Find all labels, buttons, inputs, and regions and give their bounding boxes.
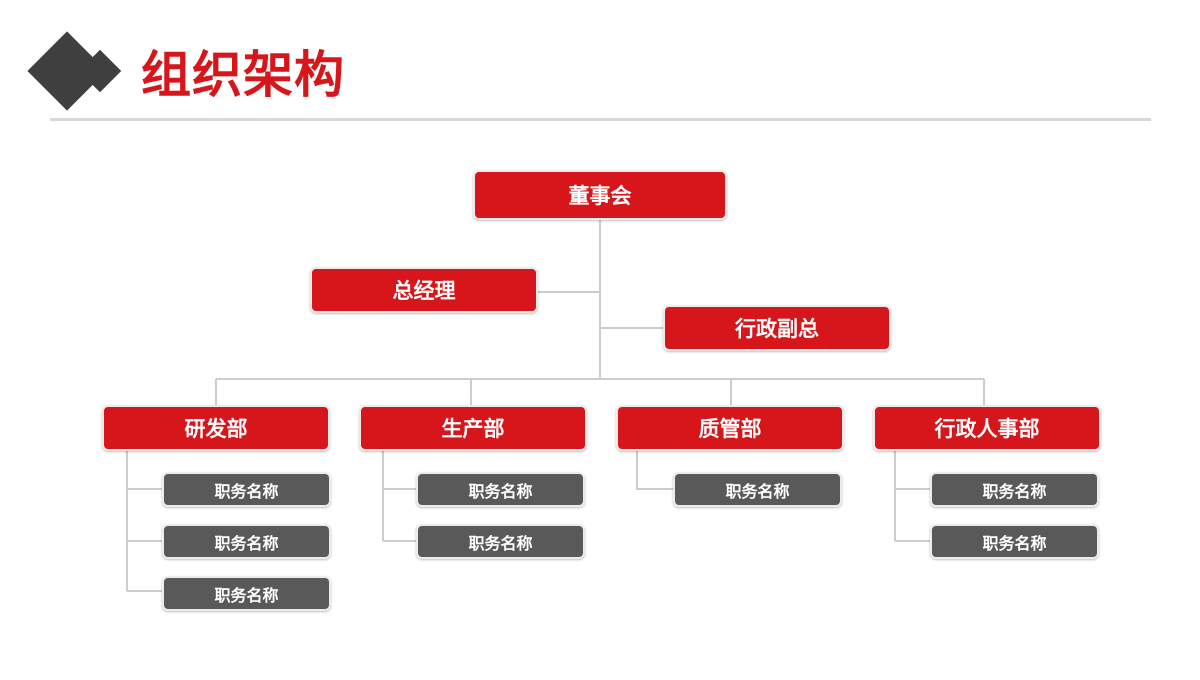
role-node: 职务名称 [162, 524, 331, 559]
department-node-production: 生产部 [359, 405, 587, 451]
role-node: 职务名称 [162, 472, 331, 507]
board-node: 董事会 [473, 170, 727, 220]
role-node: 职务名称 [930, 472, 1099, 507]
department-node-rd: 研发部 [102, 405, 330, 451]
title-divider [50, 118, 1151, 121]
admin-vp-node: 行政副总 [663, 305, 891, 351]
role-node: 职务名称 [416, 472, 585, 507]
role-tree-line [894, 451, 932, 542]
department-node-admin-hr: 行政人事部 [873, 405, 1101, 451]
role-node: 职务名称 [930, 524, 1099, 559]
role-node: 职务名称 [416, 524, 585, 559]
role-tree-line [636, 451, 675, 490]
role-node: 职务名称 [162, 576, 331, 611]
role-tree-line [382, 451, 418, 542]
general-manager-node: 总经理 [310, 267, 538, 313]
role-node: 职务名称 [673, 472, 842, 507]
page-title: 组织架构 [141, 46, 345, 104]
department-node-quality: 质管部 [616, 405, 844, 451]
role-tree-line [126, 451, 163, 592]
